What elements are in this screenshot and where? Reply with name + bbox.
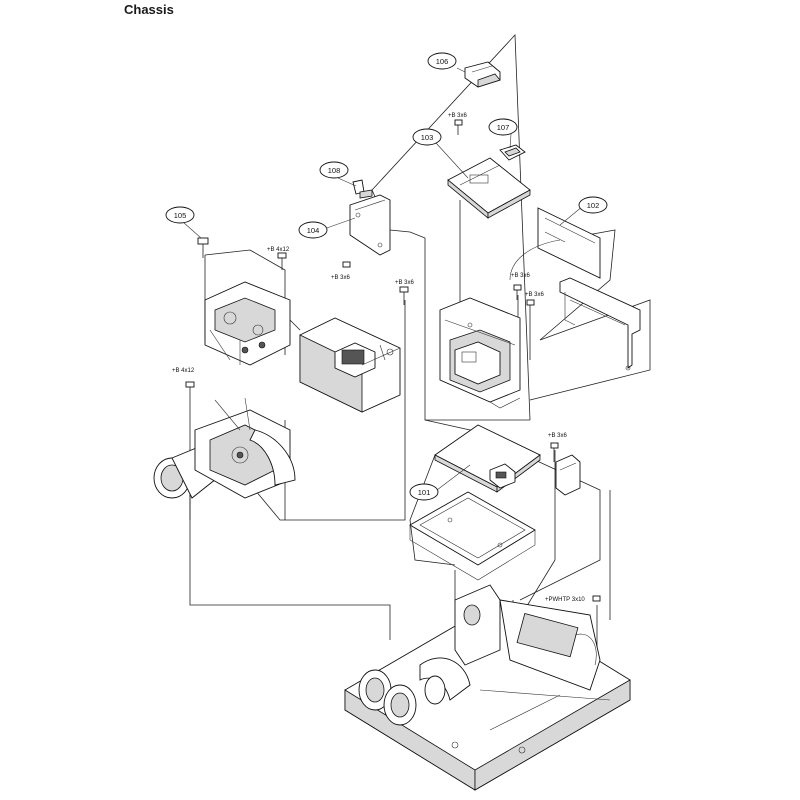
callout-105: 105 xyxy=(165,206,195,224)
screw-label: +B 4x12 xyxy=(267,247,290,253)
part-104-bracket xyxy=(349,179,391,256)
screw xyxy=(185,381,195,400)
screw-label: +B 3x6 xyxy=(448,113,468,119)
page-title: Chassis xyxy=(124,2,174,17)
left-mechanism-upper xyxy=(204,281,291,366)
screw-labels: +B 3x6 +B 3x6 +B 4x12 +B 3x6 +B 3x6 +B 3… xyxy=(172,113,585,603)
callout-106: 106 xyxy=(427,52,457,70)
callout-103: 103 xyxy=(412,128,442,146)
light-engine-box xyxy=(299,317,401,413)
screw xyxy=(399,286,409,305)
screw xyxy=(526,299,535,306)
optics-block xyxy=(439,297,521,409)
screw-label: +B 3x6 xyxy=(548,433,568,439)
svg-text:108: 108 xyxy=(328,166,341,175)
callout-104: 104 xyxy=(298,221,328,239)
screw xyxy=(550,442,559,462)
part-107 xyxy=(499,144,526,161)
screw-label: +B 3x6 xyxy=(511,273,531,279)
lens-assembly xyxy=(153,397,296,499)
callout-101: 101 xyxy=(409,483,439,501)
svg-text:103: 103 xyxy=(421,133,434,142)
frame-plate xyxy=(409,491,536,581)
screws xyxy=(185,119,601,602)
svg-text:105: 105 xyxy=(174,211,187,220)
svg-text:107: 107 xyxy=(497,123,510,132)
part-102-panel xyxy=(509,207,601,281)
part-106-bracket xyxy=(464,61,501,88)
screw-label: +B 3x6 xyxy=(331,275,351,281)
screw-label: +B 4x12 xyxy=(172,368,195,374)
small-bracket-right xyxy=(555,454,581,496)
svg-text:104: 104 xyxy=(307,226,320,235)
part-103-board xyxy=(447,157,531,219)
svg-text:106: 106 xyxy=(436,57,449,66)
screw-label: +B 3x6 xyxy=(395,280,415,286)
screw xyxy=(454,119,463,135)
screw-label: +PWHTP 3x10 xyxy=(545,597,585,603)
screw xyxy=(197,237,209,258)
callout-102: 102 xyxy=(578,196,608,214)
screw xyxy=(342,261,351,268)
bottom-chassis xyxy=(344,584,631,791)
screw xyxy=(513,284,522,300)
part-101-board xyxy=(434,424,541,493)
svg-text:102: 102 xyxy=(587,201,600,210)
right-frame xyxy=(559,277,641,371)
screw xyxy=(592,595,601,602)
callout-108: 108 xyxy=(319,161,349,179)
screw xyxy=(277,252,287,270)
callout-107: 107 xyxy=(488,118,518,136)
svg-text:101: 101 xyxy=(418,488,431,497)
screw-label: +B 3x6 xyxy=(525,292,545,298)
callout-leaders xyxy=(182,67,584,491)
